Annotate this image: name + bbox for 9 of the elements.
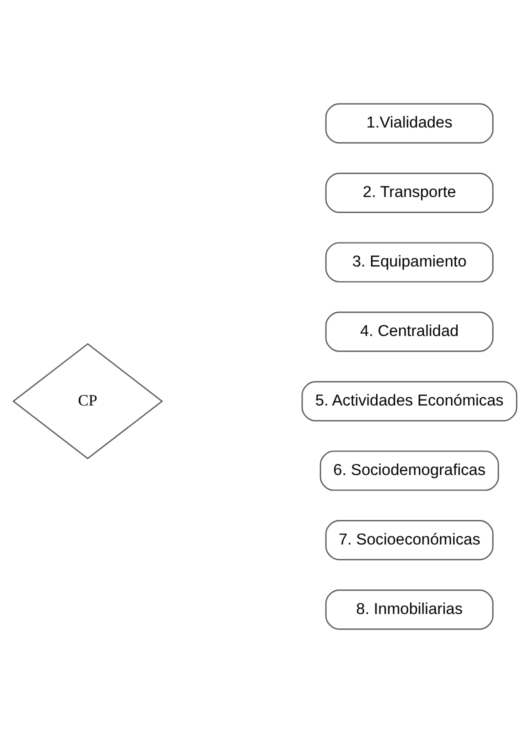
node-box: 4. Centralidad: [325, 311, 494, 352]
node-box: 8. Inmobiliarias: [325, 589, 494, 630]
node-box: 3. Equipamiento: [325, 242, 494, 282]
node-box: 6. Sociodemograficas: [320, 450, 499, 490]
node-box: 7. Socioeconómicas: [325, 520, 494, 560]
node-box: 5. Actividades Económicas: [302, 380, 518, 421]
node-box: 1.Vialidades: [325, 102, 494, 143]
node-box: 2. Transporte: [325, 172, 494, 212]
node-diamond: CP: [12, 342, 164, 459]
